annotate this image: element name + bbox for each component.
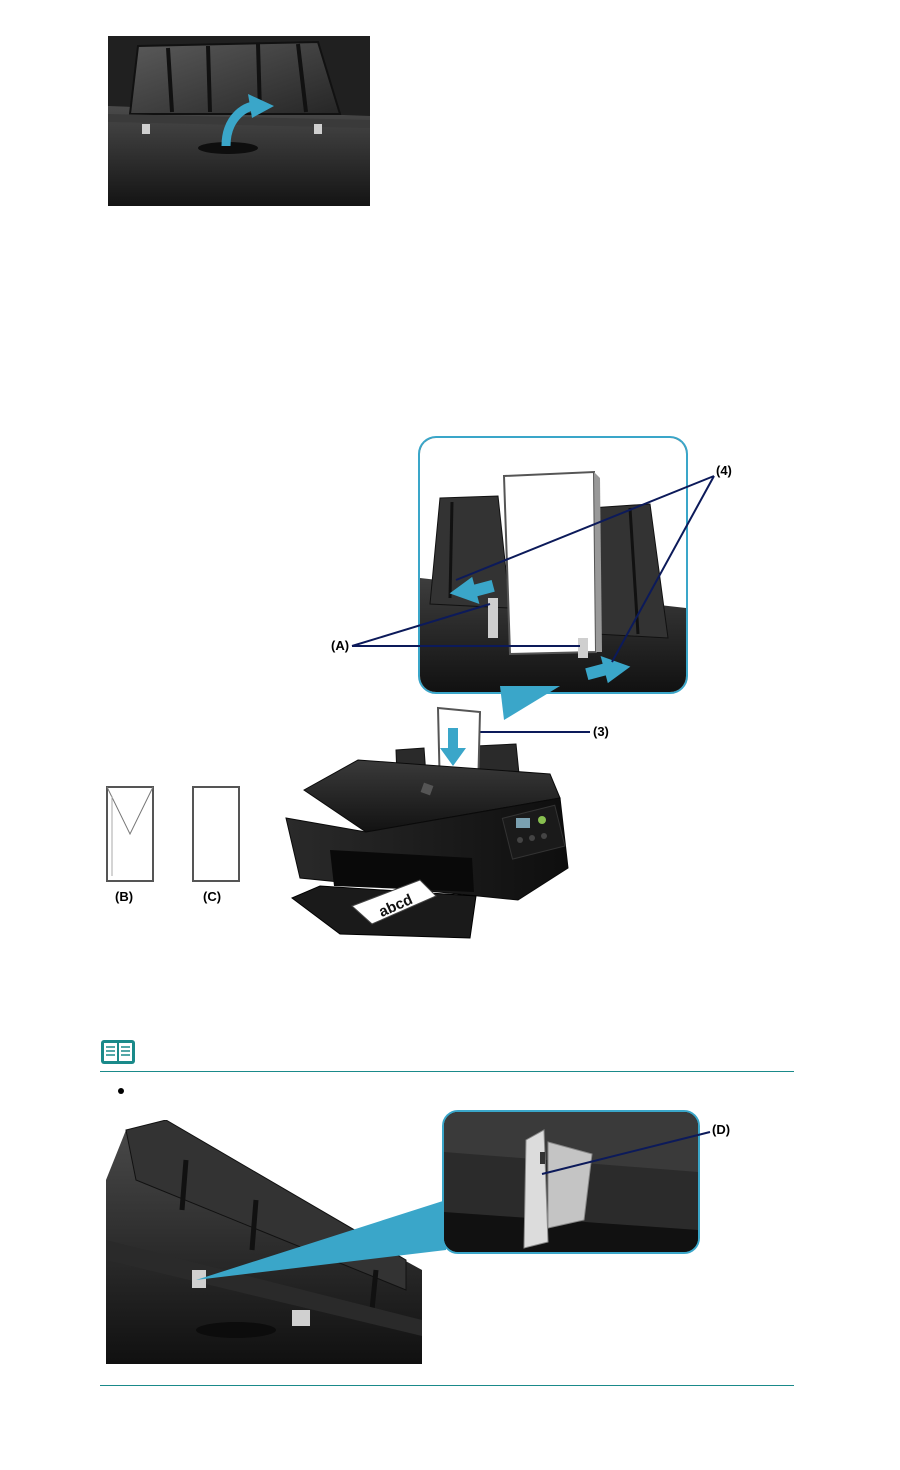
callout-4: (4) xyxy=(716,463,732,478)
note-top-rule xyxy=(100,1071,794,1072)
callout-d: (D) xyxy=(712,1122,730,1137)
label-b: (B) xyxy=(115,889,133,904)
detail-pointer xyxy=(196,1200,446,1290)
bullet-icon xyxy=(118,1088,124,1094)
open-book-icon xyxy=(100,1038,136,1066)
note-bottom-rule xyxy=(100,1385,794,1386)
callout-line-d xyxy=(540,1130,720,1180)
envelope-c-icon xyxy=(192,786,242,886)
envelope-b-icon xyxy=(106,786,156,886)
loading-envelopes-figure: (4) (A) (3) xyxy=(0,0,900,1000)
printer-illustration: abcd xyxy=(280,700,580,950)
callout-a: (A) xyxy=(331,638,349,653)
label-c: (C) xyxy=(203,889,221,904)
callout-3: (3) xyxy=(593,724,609,739)
